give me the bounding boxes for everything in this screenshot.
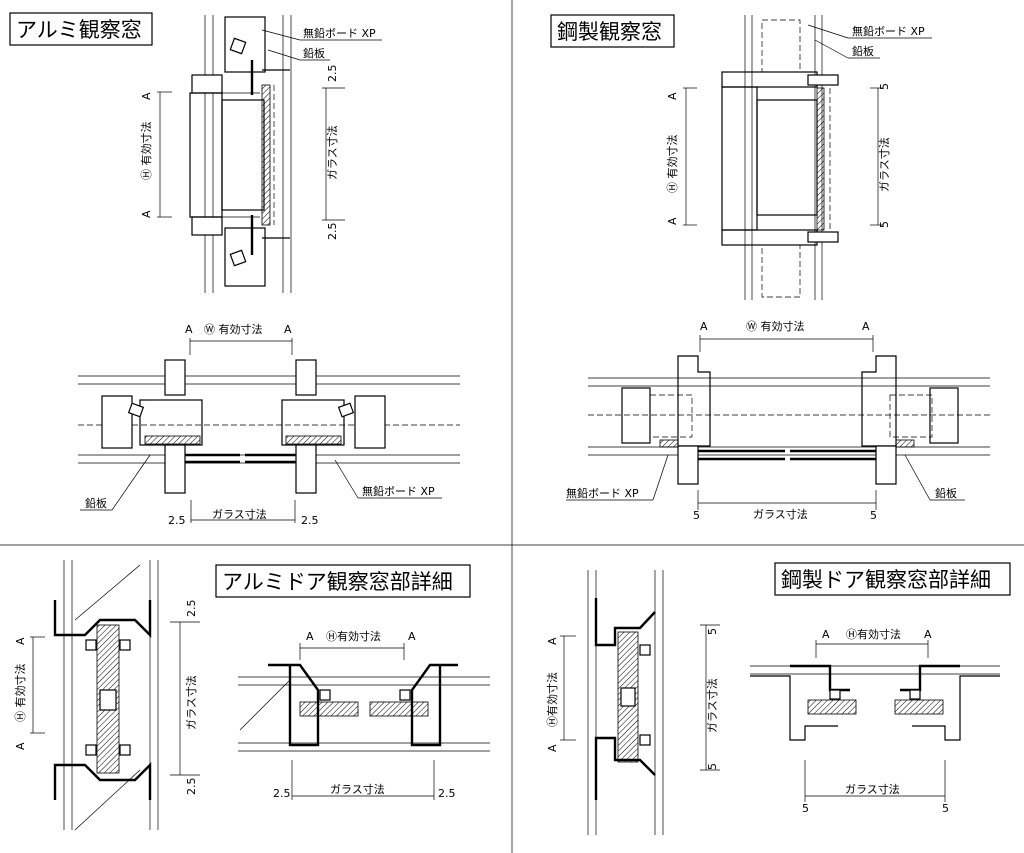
panel-alu-window: アルミ観察窓 無鉛ボード XP (9, 12, 460, 527)
plan-a-left: A (185, 323, 193, 336)
dim-margin-bottom: 5 (878, 221, 891, 228)
plan-margin-right: 2.5 (438, 787, 456, 800)
panel-steel-window: 鋼製観察窓 無鉛ボード XP 鉛板 A Ⓗ 有効寸 (550, 14, 990, 522)
dim-a-bottom: A (666, 217, 679, 225)
dim-glass: ガラス寸法 (705, 678, 719, 733)
plan-margin-right: 2.5 (301, 514, 319, 527)
panel-alu-door: アルミドア観察窓部詳細 A Ⓗ 有効寸法 A ガラス寸法 2.5 2.5 (13, 560, 490, 831)
plan-margin-left: 5 (802, 802, 809, 815)
dim-a-top: A (14, 637, 27, 645)
alu-window-plan (78, 359, 460, 494)
dim-a-bottom: A (546, 744, 559, 752)
plan-h-effective: Ⓗ有効寸法 (326, 629, 381, 643)
plan-margin-right: 5 (870, 509, 877, 522)
dim-h-effective: Ⓗ 有効寸法 (13, 664, 27, 723)
label-lead: 鉛板 (303, 46, 325, 60)
plan-label-board: 無鉛ボード XP (362, 484, 435, 498)
plan-a-right: A (408, 630, 416, 643)
dim-h-effective: Ⓗ 有効寸法 (139, 122, 153, 181)
dim-glass: ガラス寸法 (325, 125, 339, 180)
plan-margin-left: 2.5 (168, 514, 186, 527)
dim-a-top: A (666, 92, 679, 100)
dim-h-effective: Ⓗ 有効寸法 (665, 135, 679, 194)
steel-window-section (721, 15, 839, 300)
plan-w-effective: Ⓦ 有効寸法 (746, 319, 805, 333)
steel-window-plan (588, 355, 990, 485)
plan-a-right: A (284, 323, 292, 336)
dim-margin-bottom: 2.5 (326, 223, 339, 241)
dim-a-bottom: A (14, 742, 27, 750)
dim-margin-top: 2.5 (326, 65, 339, 83)
alu-door-plan (238, 663, 490, 752)
alu-window-section (189, 15, 292, 293)
plan-glass: ガラス寸法 (212, 507, 267, 521)
title-box (215, 564, 471, 598)
steel-door-section (587, 570, 664, 835)
dim-a-top: A (140, 92, 153, 100)
dim-margin-bottom: 5 (706, 763, 719, 770)
label-board: 無鉛ボード XP (303, 26, 376, 40)
dim-margin-top: 5 (706, 628, 719, 635)
dim-glass: ガラス寸法 (877, 137, 891, 192)
plan-label-board: 無鉛ボード XP (566, 486, 639, 500)
label-board: 無鉛ボード XP (852, 24, 925, 38)
panel-title: アルミ観察窓 (16, 18, 142, 42)
plan-label-lead: 鉛板 (935, 486, 957, 500)
plan-glass: ガラス寸法 (330, 782, 385, 796)
dim-margin-bottom: 2.5 (185, 778, 198, 796)
plan-w-effective: Ⓦ 有効寸法 (204, 322, 263, 336)
dim-a-top: A (546, 637, 559, 645)
plan-a-left: A (306, 630, 314, 643)
panel-title: 鋼製ドア観察窓部詳細 (781, 568, 991, 592)
plan-label-lead: 鉛板 (85, 496, 107, 510)
steel-window-vertical-dims: A Ⓗ 有効寸法 A ガラス寸法 5 5 (665, 83, 891, 228)
panel-title: アルミドア観察窓部詳細 (222, 570, 453, 594)
dim-a-bottom: A (140, 210, 153, 218)
alu-door-section (53, 560, 159, 831)
alu-window-vertical-dims: A Ⓗ 有効寸法 A ガラス寸法 2.5 2.5 (139, 65, 345, 241)
plan-a-left: A (700, 320, 708, 333)
plan-margin-right: 5 (942, 802, 949, 815)
title-box (550, 14, 675, 48)
plan-glass: ガラス寸法 (845, 782, 900, 796)
plan-margin-left: 2.5 (273, 787, 291, 800)
title-box (774, 562, 1011, 596)
title-box (9, 12, 153, 46)
plan-a-right: A (924, 628, 932, 641)
dim-glass: ガラス寸法 (184, 675, 198, 730)
dim-margin-top: 5 (878, 83, 891, 90)
panel-steel-door: 鋼製ドア観察窓部詳細 A Ⓗ有効寸法 A ガラス寸法 5 5 (545, 562, 1011, 835)
label-lead: 鉛板 (852, 44, 874, 58)
plan-margin-left: 5 (693, 509, 700, 522)
dim-h-effective: Ⓗ有効寸法 (545, 672, 559, 727)
plan-glass: ガラス寸法 (753, 507, 808, 521)
steel-door-plan (750, 664, 1000, 741)
plan-a-left: A (822, 628, 830, 641)
panel-title: 鋼製観察窓 (557, 20, 662, 44)
dim-margin-top: 2.5 (185, 600, 198, 618)
plan-h-effective: Ⓗ有効寸法 (846, 627, 901, 641)
plan-a-right: A (862, 320, 870, 333)
